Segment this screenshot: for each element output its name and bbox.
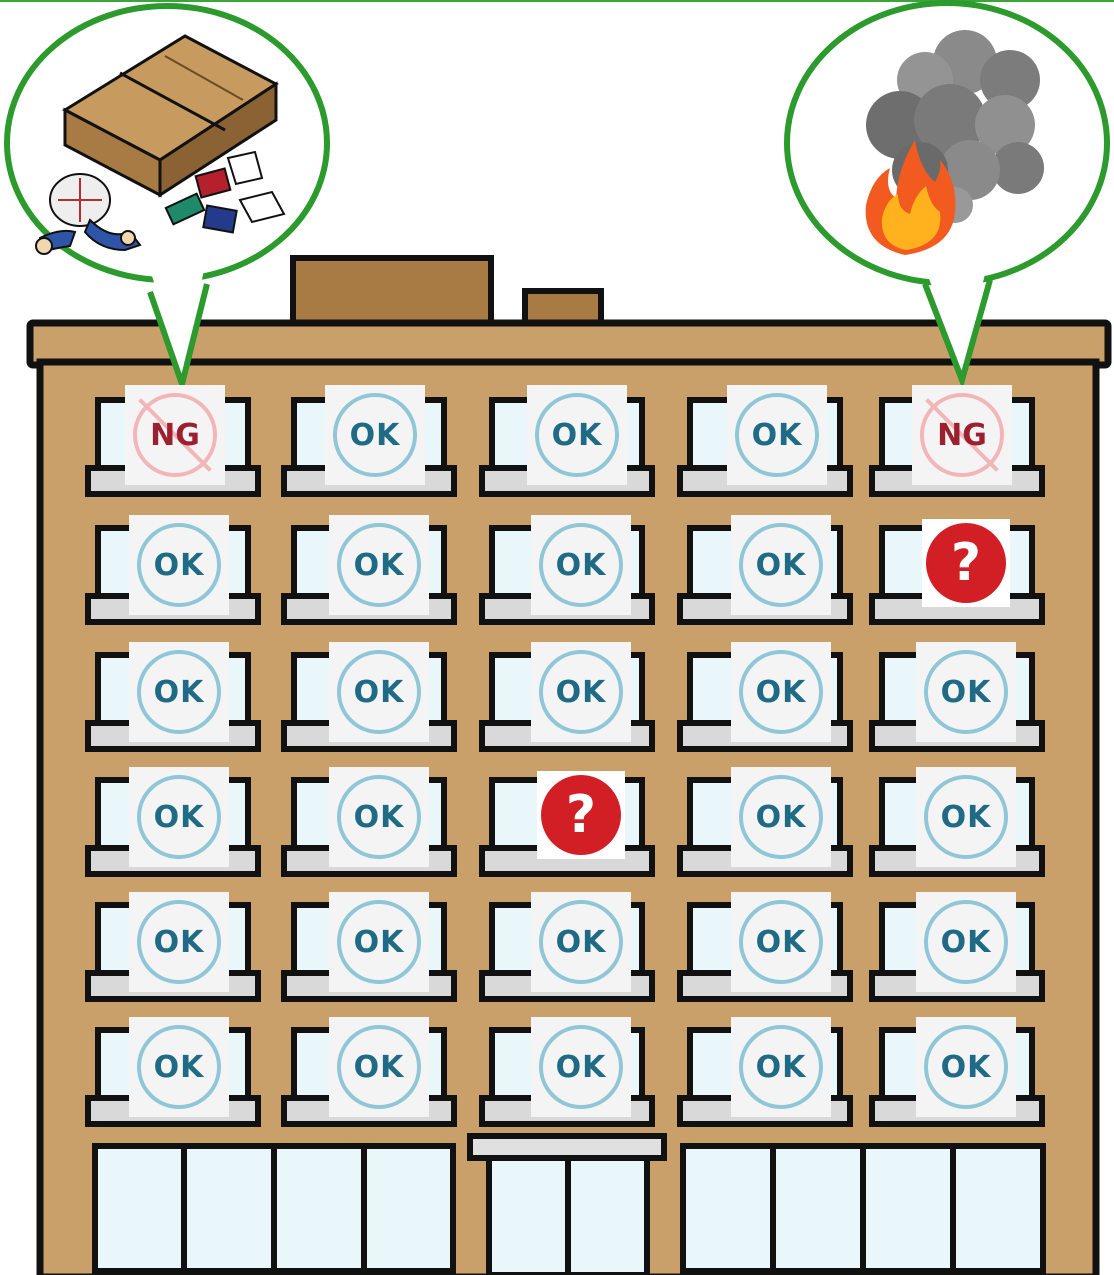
status-label: OK xyxy=(556,675,607,710)
status-ring: OK xyxy=(337,1025,421,1109)
ok-badge: OK xyxy=(329,642,429,742)
status-ring: OK xyxy=(735,393,819,477)
ok-badge: OK xyxy=(325,385,425,485)
ok-badge: OK xyxy=(731,515,831,615)
status-ring: OK xyxy=(337,775,421,859)
question-circle-icon: ? xyxy=(541,775,621,855)
status-ring: OK xyxy=(137,775,221,859)
status-label: OK xyxy=(154,548,205,583)
status-ring: OK xyxy=(535,393,619,477)
ok-badge: OK xyxy=(329,767,429,867)
ok-badge: OK xyxy=(531,515,631,615)
status-ring: OK xyxy=(739,900,823,984)
ok-badge: OK xyxy=(916,1017,1016,1117)
status-label: OK xyxy=(154,1050,205,1085)
ok-badge: OK xyxy=(129,1017,229,1117)
question-badge: ? xyxy=(537,771,625,859)
status-ring: OK xyxy=(739,775,823,859)
status-ring: NG xyxy=(133,393,217,477)
ok-badge: OK xyxy=(731,767,831,867)
ok-badge: OK xyxy=(916,767,1016,867)
status-label: ? xyxy=(566,789,596,841)
status-label: OK xyxy=(556,548,607,583)
ng-badge: NG xyxy=(912,385,1012,485)
status-ring: OK xyxy=(137,1025,221,1109)
status-label: OK xyxy=(556,1050,607,1085)
ok-badge: OK xyxy=(129,642,229,742)
ok-badge: OK xyxy=(916,892,1016,992)
status-label: OK xyxy=(154,675,205,710)
storefront-right xyxy=(683,1146,1043,1271)
status-label: OK xyxy=(756,925,807,960)
status-ring: OK xyxy=(539,900,623,984)
status-ring: OK xyxy=(539,650,623,734)
ok-badge: OK xyxy=(129,892,229,992)
status-label: OK xyxy=(941,1050,992,1085)
status-ring: OK xyxy=(739,650,823,734)
status-ring: NG xyxy=(920,393,1004,477)
status-ring: OK xyxy=(739,523,823,607)
ok-badge: OK xyxy=(329,1017,429,1117)
entrance-door xyxy=(470,1136,664,1275)
question-badge: ? xyxy=(922,519,1010,607)
status-label: OK xyxy=(354,1050,405,1085)
status-ring: OK xyxy=(539,523,623,607)
status-label: OK xyxy=(756,1050,807,1085)
ok-badge: OK xyxy=(916,642,1016,742)
status-label: OK xyxy=(354,925,405,960)
status-label: OK xyxy=(354,800,405,835)
storefront-left xyxy=(95,1146,453,1271)
status-label: OK xyxy=(354,548,405,583)
ok-badge: OK xyxy=(527,385,627,485)
status-ring: OK xyxy=(337,650,421,734)
ok-badge: OK xyxy=(731,1017,831,1117)
ok-badge: OK xyxy=(531,892,631,992)
ok-badge: OK xyxy=(129,767,229,867)
status-ring: OK xyxy=(137,900,221,984)
status-ring: OK xyxy=(337,900,421,984)
ok-badge: OK xyxy=(531,1017,631,1117)
status-ring: OK xyxy=(924,1025,1008,1109)
status-label: OK xyxy=(941,800,992,835)
ok-badge: OK xyxy=(329,515,429,615)
status-ring: OK xyxy=(137,523,221,607)
status-label: NG xyxy=(937,418,987,453)
status-ring: OK xyxy=(337,523,421,607)
rooftop-block-large xyxy=(293,258,491,328)
status-label: OK xyxy=(552,418,603,453)
status-label: OK xyxy=(154,800,205,835)
status-label: NG xyxy=(150,418,200,453)
status-label: OK xyxy=(350,418,401,453)
status-label: OK xyxy=(941,925,992,960)
ok-badge: OK xyxy=(531,642,631,742)
status-ring: OK xyxy=(539,1025,623,1109)
question-circle-icon: ? xyxy=(926,523,1006,603)
status-label: OK xyxy=(941,675,992,710)
status-ring: OK xyxy=(924,650,1008,734)
ok-badge: OK xyxy=(731,642,831,742)
ok-badge: OK xyxy=(329,892,429,992)
ok-badge: OK xyxy=(727,385,827,485)
status-ring: OK xyxy=(739,1025,823,1109)
status-label: OK xyxy=(756,548,807,583)
status-label: OK xyxy=(154,925,205,960)
status-label: ? xyxy=(951,537,981,589)
ok-badge: OK xyxy=(731,892,831,992)
status-ring: OK xyxy=(333,393,417,477)
status-ring: OK xyxy=(924,900,1008,984)
status-ring: OK xyxy=(924,775,1008,859)
ok-badge: OK xyxy=(129,515,229,615)
ng-badge: NG xyxy=(125,385,225,485)
status-label: OK xyxy=(354,675,405,710)
status-label: OK xyxy=(756,675,807,710)
status-ring: OK xyxy=(137,650,221,734)
status-label: OK xyxy=(756,800,807,835)
status-label: OK xyxy=(556,925,607,960)
status-label: OK xyxy=(752,418,803,453)
